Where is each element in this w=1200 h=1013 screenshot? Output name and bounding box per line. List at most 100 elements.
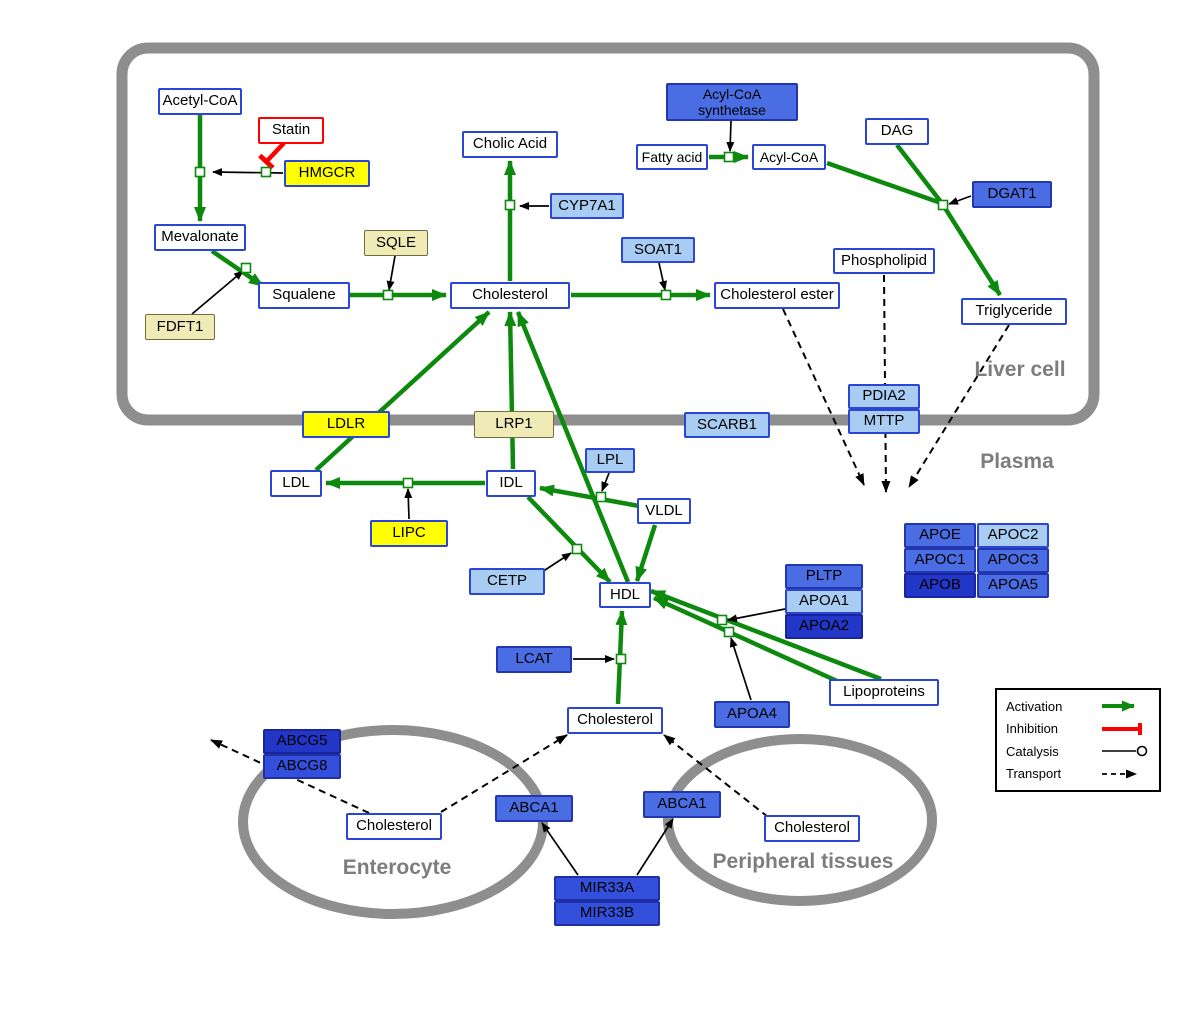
edge-catalysis-27	[601, 472, 610, 492]
node-phospholipid[interactable]: Phospholipid	[833, 248, 935, 274]
activation-symbol-icon	[1102, 700, 1135, 712]
node-vldl[interactable]: VLDL	[637, 498, 691, 524]
node-cholesterol-enterocyte[interactable]: Cholesterol	[346, 812, 442, 840]
edge-catalysis-22	[386, 255, 396, 291]
node-lipoproteins[interactable]: Lipoproteins	[829, 678, 939, 706]
reaction-node	[504, 199, 516, 211]
node-squalene[interactable]: Squalene	[258, 281, 350, 309]
node-idl[interactable]: IDL	[486, 469, 536, 497]
node-sqle[interactable]: SQLE	[364, 230, 428, 256]
legend-label: Activation	[1006, 698, 1063, 714]
edge-activation-10	[504, 311, 517, 470]
node-apoa1[interactable]: APOA1	[785, 588, 863, 614]
node-acyl-coa[interactable]: Acyl-CoA	[752, 144, 826, 170]
edge-catalysis-20	[212, 168, 284, 177]
legend-item-transport: Transport	[1006, 766, 1150, 782]
node-statin[interactable]: Statin	[258, 116, 324, 144]
node-mir33b[interactable]: MIR33B	[554, 900, 660, 926]
catalysis-symbol-icon	[1102, 745, 1148, 757]
node-pdia2[interactable]: PDIA2	[848, 383, 920, 409]
reaction-node	[937, 199, 949, 211]
node-apob[interactable]: APOB	[904, 572, 976, 598]
node-mttp[interactable]: MTTP	[848, 408, 920, 434]
edge-activation-18	[650, 588, 882, 682]
edge-catalysis-29	[541, 552, 572, 573]
edge-inhibition-19	[258, 141, 286, 170]
node-hdl[interactable]: HDL	[599, 582, 651, 608]
node-lrp1[interactable]: LRP1	[474, 410, 554, 438]
edge-activation-11	[515, 311, 631, 583]
node-cetp[interactable]: CETP	[469, 567, 545, 595]
node-apoe[interactable]: APOE	[904, 522, 976, 548]
node-cholic-acid[interactable]: Cholic Acid	[462, 130, 558, 158]
node-apoc2[interactable]: APOC2	[977, 522, 1049, 548]
node-apoa2[interactable]: APOA2	[785, 613, 863, 639]
node-lpl[interactable]: LPL	[585, 447, 635, 473]
inhibition-symbol-icon	[1102, 722, 1142, 735]
edge-catalysis-21	[191, 270, 244, 315]
reaction-node	[660, 289, 672, 301]
node-cholesterol-ester[interactable]: Cholesterol ester	[714, 281, 840, 309]
node-cholesterol-peripheral[interactable]: Cholesterol	[764, 814, 860, 842]
reaction-node	[723, 151, 735, 163]
node-mir33a[interactable]: MIR33A	[554, 875, 660, 901]
edge-transport-40	[663, 734, 769, 818]
reaction-node	[260, 166, 272, 178]
node-acyl-coa-synthetase[interactable]: Acyl-CoA synthetase	[666, 83, 798, 121]
node-cyp7a1[interactable]: CYP7A1	[550, 193, 624, 219]
node-acetyl-coa[interactable]: Acetyl-CoA	[158, 87, 242, 115]
node-apoa4[interactable]: APOA4	[714, 700, 790, 728]
node-ldlr[interactable]: LDLR	[302, 410, 390, 438]
node-apoc3[interactable]: APOC3	[977, 547, 1049, 573]
node-fdft1[interactable]: FDFT1	[145, 314, 215, 340]
node-abcg5[interactable]: ABCG5	[263, 728, 341, 754]
node-soat1[interactable]: SOAT1	[621, 237, 695, 263]
legend-item-activation: Activation	[1006, 698, 1150, 714]
reaction-node	[194, 166, 206, 178]
edge-activation-8	[943, 206, 1002, 297]
edge-activation-14	[526, 495, 612, 584]
edge-activation-12	[539, 484, 640, 509]
reaction-node	[723, 626, 735, 638]
node-pltp[interactable]: PLTP	[785, 563, 863, 589]
node-abca1-peripheral[interactable]: ABCA1	[643, 790, 721, 818]
edge-activation-7	[895, 143, 943, 204]
edge-transport-37	[908, 324, 1010, 488]
node-ldl[interactable]: LDL	[270, 469, 322, 497]
node-triglyceride[interactable]: Triglyceride	[961, 297, 1067, 325]
node-abcg8[interactable]: ABCG8	[263, 753, 341, 779]
edge-activation-1	[210, 249, 265, 288]
edge-activation-15	[634, 524, 658, 582]
node-hmgcr[interactable]: HMGCR	[284, 159, 370, 187]
node-lipc[interactable]: LIPC	[370, 519, 448, 547]
edge-transport-39	[440, 734, 568, 813]
edge-catalysis-24	[658, 262, 667, 291]
enterocyte-compartment	[238, 725, 548, 919]
edge-activation-6	[826, 160, 942, 206]
node-lcat[interactable]: LCAT	[496, 645, 572, 673]
node-abca1-enterocyte[interactable]: ABCA1	[495, 794, 573, 822]
legend-item-inhibition: Inhibition	[1006, 721, 1150, 737]
node-cholesterol-liver[interactable]: Cholesterol	[450, 281, 570, 309]
node-apoc1[interactable]: APOC1	[904, 547, 976, 573]
node-dgat1[interactable]: DGAT1	[972, 180, 1052, 208]
edge-catalysis-31	[729, 637, 752, 701]
node-dag[interactable]: DAG	[865, 117, 929, 145]
edge-catalysis-32	[727, 608, 786, 623]
transport-symbol-icon	[1102, 769, 1137, 779]
edge-catalysis-34	[636, 818, 674, 876]
node-apoa5[interactable]: APOA5	[977, 572, 1049, 598]
edge-catalysis-33	[541, 822, 579, 876]
legend-label: Inhibition	[1006, 721, 1059, 737]
edge-activation-9	[314, 310, 491, 472]
node-fatty-acid[interactable]: Fatty acid	[636, 144, 708, 170]
reaction-node	[615, 653, 627, 665]
node-cholesterol-plasma[interactable]: Cholesterol	[567, 706, 663, 734]
node-mevalonate[interactable]: Mevalonate	[154, 223, 246, 251]
node-scarb1[interactable]: SCARB1	[684, 412, 770, 438]
edge-transport-35	[782, 308, 865, 486]
